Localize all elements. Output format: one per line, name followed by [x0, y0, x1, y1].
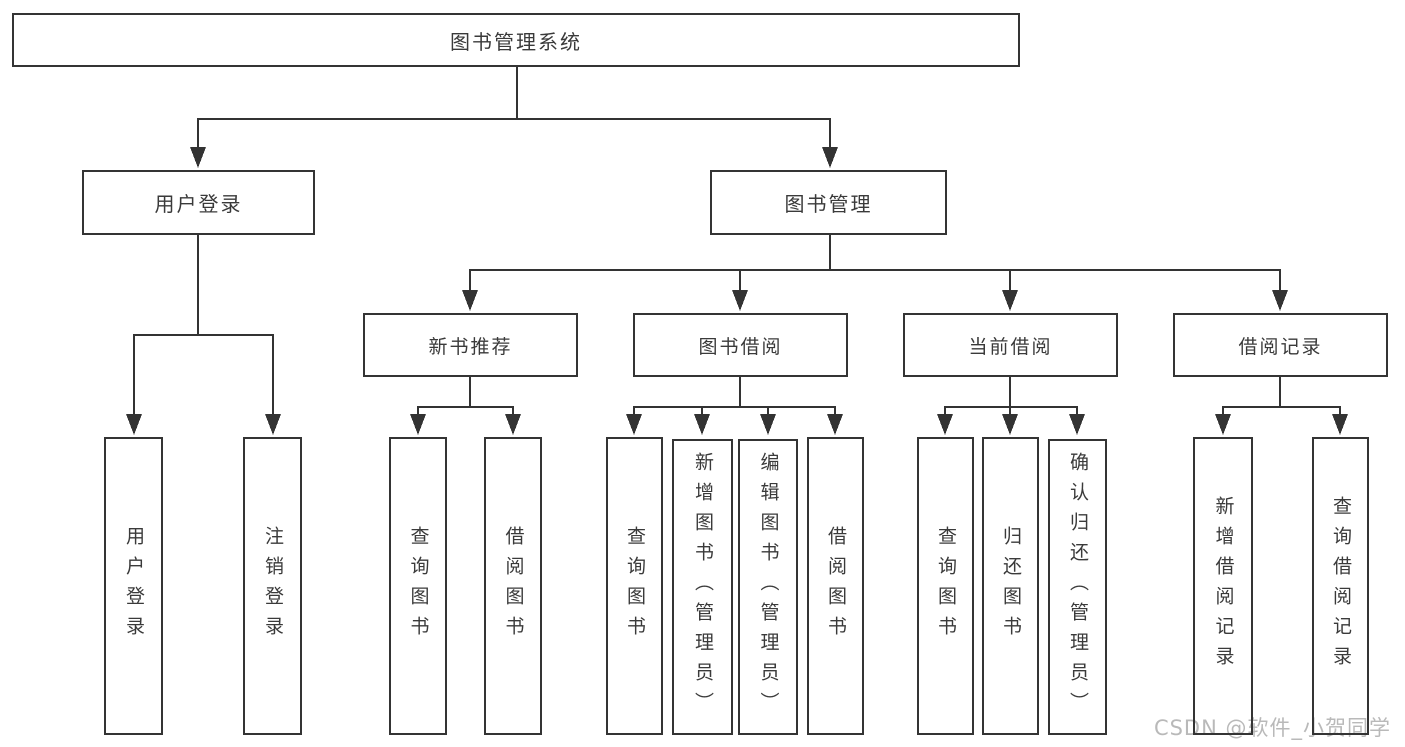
leaf-return-books-label: 归还图书 [1000, 526, 1022, 646]
leaf-add-borrow-record: 新增借阅记录 [1193, 437, 1253, 735]
leaf-user-login-label: 用户登录 [123, 526, 145, 646]
leaf-edit-books-admin-label: 编辑图书（管理员） [757, 452, 780, 722]
node-current-borrowing-label: 当前借阅 [968, 335, 1053, 358]
leaf-logout: 注销登录 [243, 437, 302, 735]
leaf-confirm-return-admin: 确认归还（管理员） [1048, 439, 1107, 735]
leaf-add-borrow-record-label: 新增借阅记录 [1212, 496, 1235, 676]
csdn-watermark: CSDN @软件_小贺同学 [1153, 716, 1391, 740]
leaf-recommend-borrow-books-label: 借阅图书 [502, 526, 525, 646]
node-borrowing-records-label: 借阅记录 [1238, 335, 1323, 358]
node-book-borrowing: 图书借阅 [633, 313, 848, 377]
leaf-add-books-admin-label: 新增图书（管理员） [692, 452, 714, 722]
node-root-label: 图书管理系统 [450, 29, 582, 54]
node-book-management-label: 图书管理 [784, 192, 873, 216]
leaf-current-query-books: 查询图书 [917, 437, 974, 735]
leaf-return-books: 归还图书 [982, 437, 1039, 735]
leaf-user-login: 用户登录 [104, 437, 163, 735]
node-new-book-recommend: 新书推荐 [363, 313, 578, 377]
leaf-edit-books-admin: 编辑图书（管理员） [738, 439, 798, 735]
leaf-recommend-query-books: 查询图书 [389, 437, 447, 735]
leaf-borrowing-query-books: 查询图书 [606, 437, 663, 735]
node-root: 图书管理系统 [12, 13, 1020, 67]
leaf-add-books-admin: 新增图书（管理员） [672, 439, 733, 735]
node-borrowing-records: 借阅记录 [1173, 313, 1388, 377]
leaf-query-borrow-record-label: 查询借阅记录 [1330, 496, 1352, 676]
node-user-login: 用户登录 [82, 170, 315, 235]
leaf-borrowing-borrow-books: 借阅图书 [807, 437, 864, 735]
leaf-recommend-borrow-books: 借阅图书 [484, 437, 542, 735]
node-current-borrowing: 当前借阅 [903, 313, 1118, 377]
leaf-logout-label: 注销登录 [262, 526, 284, 646]
leaf-borrowing-query-books-label: 查询图书 [624, 526, 646, 646]
leaf-current-query-books-label: 查询图书 [935, 526, 957, 646]
node-new-book-recommend-label: 新书推荐 [428, 335, 513, 358]
leaf-confirm-return-admin-label: 确认归还（管理员） [1067, 452, 1089, 722]
node-book-borrowing-label: 图书借阅 [698, 335, 783, 358]
node-user-login-label: 用户登录 [154, 192, 243, 216]
leaf-recommend-query-books-label: 查询图书 [407, 526, 430, 646]
leaf-query-borrow-record: 查询借阅记录 [1312, 437, 1369, 735]
leaf-borrowing-borrow-books-label: 借阅图书 [825, 526, 847, 646]
node-book-management: 图书管理 [710, 170, 947, 235]
